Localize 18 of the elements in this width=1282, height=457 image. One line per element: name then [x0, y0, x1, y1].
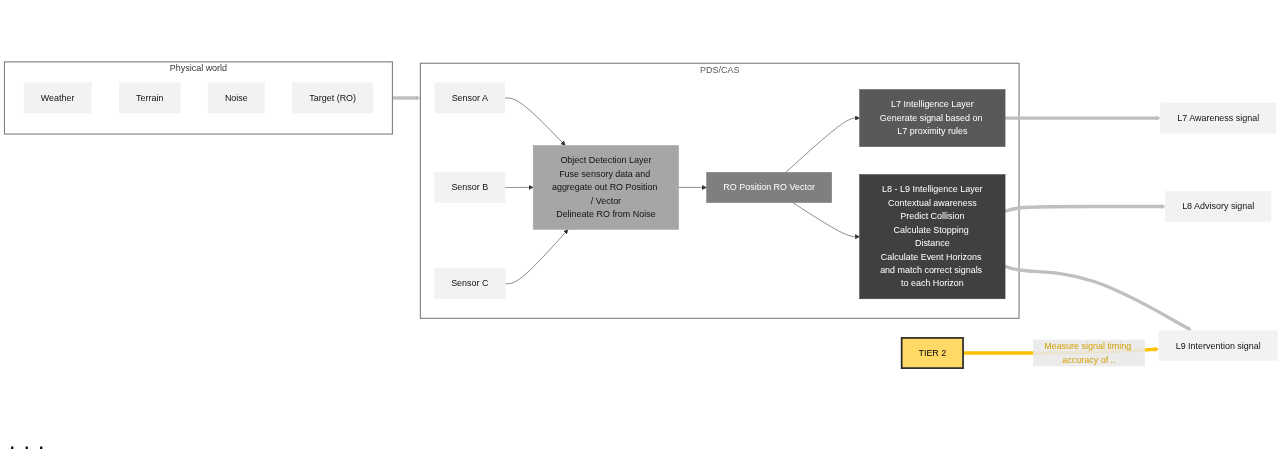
ellipsis-dot: . — [10, 435, 15, 453]
node-box: Object Detection Layer Fuse sensory data and aggregate out RO Position / Vector Delineate RO from Noise — [532, 145, 679, 230]
arrow — [1004, 204, 1166, 213]
node-box: TIER 2 — [900, 337, 964, 369]
node-box: L8 - L9 Intelligence Layer Contextual awareness Predict Collision Calculate Stopping Distance Calculate Event Horizons and match correct signals to each Horizon — [859, 174, 1006, 300]
arrow — [392, 95, 421, 101]
arrow — [1005, 115, 1161, 121]
node-box: L9 Intervention signal — [1158, 330, 1278, 362]
node-box: L8 Advisory signal — [1165, 191, 1272, 222]
node-box: L7 Intelligence Layer Generate signal based on L7 proximity rules — [859, 89, 1006, 147]
edge-label: Measure signal timing accuracy of .. — [1044, 341, 1132, 365]
node-box: RO Position RO Vector — [706, 172, 832, 203]
node-box: Sensor A — [434, 82, 505, 114]
node-box: Sensor B — [434, 172, 506, 203]
ellipsis-dot: . — [38, 435, 44, 453]
node-box: L7 Awareness signal — [1160, 102, 1277, 134]
node-box: Sensor C — [434, 268, 506, 300]
ellipsis-dot: . — [24, 435, 29, 453]
